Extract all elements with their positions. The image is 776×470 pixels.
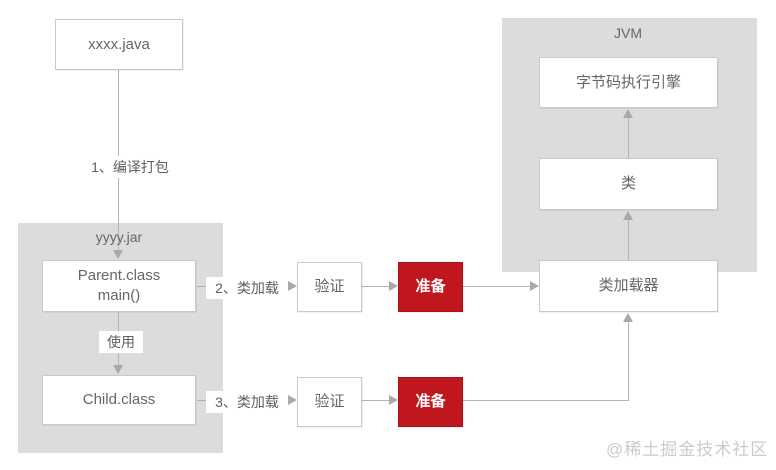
jvm-container-label: JVM	[614, 25, 642, 41]
edge-label-use: 使用	[99, 331, 143, 353]
watermark-juejin: @稀土掘金技术社区	[606, 440, 769, 459]
node-parent-main-label: main()	[97, 287, 141, 304]
arrowhead-into-classloader	[530, 281, 539, 291]
node-class-loader-label: 类加载器	[598, 277, 659, 294]
node-java-file-label: xxxx.java	[88, 35, 150, 53]
node-parent-class-label: Parent.class	[77, 267, 161, 284]
node-bytecode-engine-label: 字节码执行引擎	[575, 73, 681, 91]
edge-label-step2-classload: 2、类加载	[206, 277, 288, 299]
edge-classloader-class-line	[628, 220, 629, 260]
node-class: 类	[539, 158, 718, 210]
node-java-file: xxxx.java	[55, 19, 183, 70]
arrowhead-into-engine	[623, 109, 633, 118]
arrowhead-into-child	[113, 365, 123, 374]
node-verify-1: 验证	[297, 262, 362, 312]
node-parent-class: Parent.class main()	[42, 260, 196, 312]
edge-label-step3-classload: 3、类加载	[206, 391, 288, 413]
node-class-label: 类	[620, 175, 636, 192]
arrowhead-into-class	[623, 211, 633, 220]
arrowhead-into-prepare2	[389, 395, 398, 405]
node-verify-1-label: 验证	[314, 278, 345, 295]
arrowhead-into-verify2	[288, 395, 297, 405]
edge-prepare1-classloader-line	[463, 286, 530, 287]
edge-elbow-up-line	[628, 321, 629, 401]
arrowhead-into-parent	[113, 250, 123, 259]
node-class-loader: 类加载器	[539, 260, 718, 312]
edge-label-compile-package: 1、编译打包	[82, 156, 178, 178]
arrowhead-into-prepare1	[389, 281, 398, 291]
node-bytecode-engine: 字节码执行引擎	[539, 57, 718, 108]
node-verify-2: 验证	[297, 377, 362, 427]
edge-verify2-prepare2-line	[362, 400, 389, 401]
jar-container-label: yyyy.jar	[95, 229, 143, 245]
node-child-class: Child.class	[42, 375, 196, 425]
edge-prepare2-elbow-line	[463, 400, 629, 401]
node-prepare-1-label: 准备	[415, 278, 446, 295]
edge-verify1-prepare1-line	[362, 286, 389, 287]
node-verify-2-label: 验证	[314, 393, 345, 410]
node-prepare-1: 准备	[398, 262, 463, 312]
node-child-class-label: Child.class	[82, 391, 156, 408]
arrowhead-into-verify1	[288, 281, 297, 291]
arrowhead-into-classloader-bottom	[623, 313, 633, 322]
node-prepare-2: 准备	[398, 377, 463, 427]
edge-class-engine-line	[628, 118, 629, 158]
node-prepare-2-label: 准备	[415, 393, 446, 410]
